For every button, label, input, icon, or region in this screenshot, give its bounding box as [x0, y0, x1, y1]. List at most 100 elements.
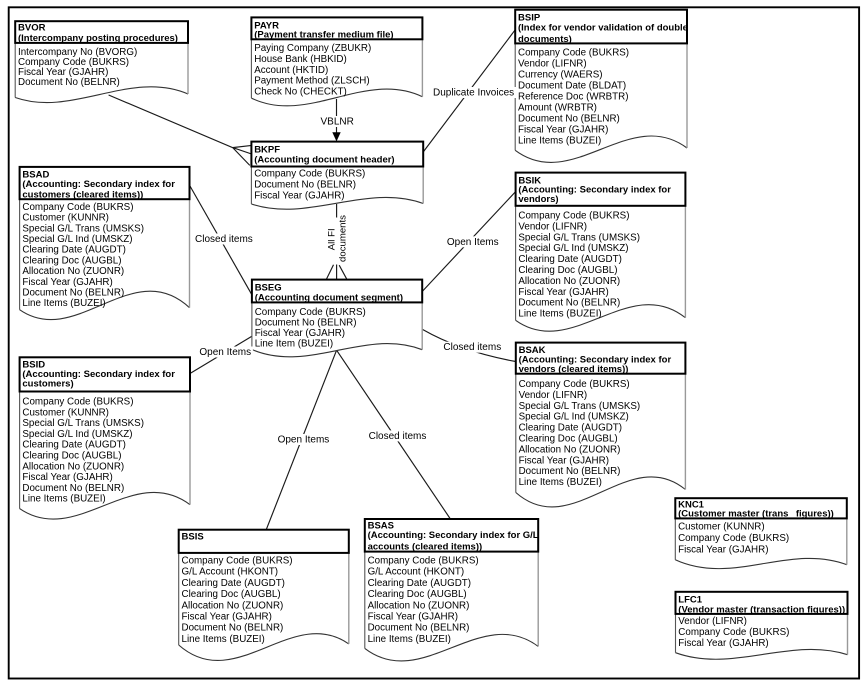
- svg-text:Line Item (BUZEI): Line Item (BUZEI): [255, 339, 333, 350]
- svg-text:Company Code (BUKRS): Company Code (BUKRS): [22, 397, 133, 408]
- svg-text:(Accounting: Secondary index f: (Accounting: Secondary index for: [22, 179, 175, 190]
- svg-text:Fiscal Year (GJAHR): Fiscal Year (GJAHR): [519, 455, 609, 466]
- svg-text:Fiscal Year (GJAHR): Fiscal Year (GJAHR): [22, 277, 112, 288]
- svg-text:Fiscal Year (GJAHR): Fiscal Year (GJAHR): [255, 328, 345, 339]
- svg-text:Special G/L Trans (UMSKS): Special G/L Trans (UMSKS): [22, 418, 144, 429]
- svg-text:BSEG: BSEG: [255, 282, 282, 293]
- svg-text:Allocation No (ZUONR): Allocation No (ZUONR): [518, 276, 620, 287]
- svg-text:(Customer master (trans figur: (Customer master (trans figures)): [678, 509, 834, 520]
- svg-text:Company Code (BUKRS): Company Code (BUKRS): [518, 211, 629, 222]
- svg-text:Open Items: Open Items: [199, 347, 251, 358]
- svg-text:BSID: BSID: [22, 360, 45, 371]
- svg-text:Company Code (BUKRS): Company Code (BUKRS): [18, 57, 129, 68]
- svg-text:documents): documents): [518, 34, 572, 45]
- svg-text:Document No (BELNR): Document No (BELNR): [518, 113, 620, 124]
- svg-text:(Accounting: Secondary index f: (Accounting: Secondary index for: [518, 185, 671, 196]
- svg-text:Fiscal Year (GJAHR): Fiscal Year (GJAHR): [678, 638, 768, 649]
- svg-text:Customer (KUNNR): Customer (KUNNR): [22, 407, 109, 418]
- svg-text:(Intercompany posting procedur: (Intercompany posting procedures): [18, 33, 178, 44]
- svg-text:Special G/L Trans (UMSKS): Special G/L Trans (UMSKS): [519, 401, 641, 412]
- svg-text:Line Items (BUZEI): Line Items (BUZEI): [518, 309, 601, 320]
- svg-text:Clearing Doc (AUGBL): Clearing Doc (AUGBL): [518, 265, 617, 276]
- svg-text:Customer (KUNNR): Customer (KUNNR): [22, 213, 109, 224]
- svg-text:Fiscal Year (GJAHR): Fiscal Year (GJAHR): [254, 191, 344, 202]
- svg-text:House Bank (HBKID): House Bank (HBKID): [254, 54, 347, 65]
- svg-text:Intercompany No (BVORG): Intercompany No (BVORG): [18, 47, 137, 58]
- svg-text:Currency (WAERS): Currency (WAERS): [518, 69, 603, 80]
- svg-text:Company Code (BUKRS): Company Code (BUKRS): [368, 556, 479, 567]
- svg-text:Payment Method (ZLSCH): Payment Method (ZLSCH): [254, 76, 369, 87]
- svg-text:Vendor (LIFNR): Vendor (LIFNR): [518, 58, 587, 69]
- svg-text:Clearing Doc (AUGBL): Clearing Doc (AUGBL): [368, 589, 467, 600]
- svg-text:Company Code (BUKRS): Company Code (BUKRS): [518, 47, 629, 58]
- svg-text:Document No (BELNR): Document No (BELNR): [519, 466, 621, 477]
- svg-text:customers (cleared items)): customers (cleared items)): [22, 189, 143, 200]
- svg-text:G/L Account (HKONT): G/L Account (HKONT): [182, 567, 279, 578]
- svg-text:Fiscal Year (GJAHR): Fiscal Year (GJAHR): [518, 124, 608, 135]
- svg-text:Line Items (BUZEI): Line Items (BUZEI): [182, 634, 265, 645]
- svg-text:Allocation No (ZUONR): Allocation No (ZUONR): [368, 600, 470, 611]
- svg-text:BSIP: BSIP: [518, 13, 541, 24]
- svg-text:VBLNR: VBLNR: [321, 117, 354, 128]
- svg-text:Clearing Doc (AUGBL): Clearing Doc (AUGBL): [519, 434, 618, 445]
- svg-text:Allocation No (ZUONR): Allocation No (ZUONR): [519, 444, 621, 455]
- svg-text:G/L Account (HKONT): G/L Account (HKONT): [368, 567, 465, 578]
- svg-text:Clearing Date (AUGDT): Clearing Date (AUGDT): [368, 578, 471, 589]
- svg-text:vendors (cleared items)): vendors (cleared items)): [519, 364, 629, 375]
- svg-text:Clearing Date (AUGDT): Clearing Date (AUGDT): [519, 423, 622, 434]
- svg-text:Document No (BELNR): Document No (BELNR): [255, 318, 357, 329]
- svg-text:Document No (BELNR): Document No (BELNR): [22, 288, 124, 299]
- svg-text:BVOR: BVOR: [18, 23, 46, 34]
- svg-text:Line Items (BUZEI): Line Items (BUZEI): [368, 634, 451, 645]
- svg-text:Document No (BELNR): Document No (BELNR): [518, 298, 620, 309]
- svg-text:Special G/L Ind (UMSKZ): Special G/L Ind (UMSKZ): [519, 412, 629, 423]
- svg-text:Amount (WRBTR): Amount (WRBTR): [518, 102, 597, 113]
- svg-text:documents: documents: [337, 215, 348, 262]
- svg-text:Clearing Date (AUGDT): Clearing Date (AUGDT): [182, 578, 285, 589]
- svg-text:Special G/L Trans (UMSKS): Special G/L Trans (UMSKS): [22, 223, 144, 234]
- svg-text:Account (HKTID): Account (HKTID): [254, 65, 328, 76]
- svg-text:Vendor (LIFNR): Vendor (LIFNR): [519, 390, 588, 401]
- svg-text:Clearing Doc (AUGBL): Clearing Doc (AUGBL): [22, 451, 121, 462]
- svg-text:Clearing Date (AUGDT): Clearing Date (AUGDT): [22, 245, 125, 256]
- svg-text:(Payment transfer medium file): (Payment transfer medium file): [254, 30, 393, 41]
- svg-text:BSAD: BSAD: [22, 170, 49, 181]
- svg-text:Document Date (BLDAT): Document Date (BLDAT): [518, 80, 626, 91]
- svg-text:Special G/L Ind (UMSKZ): Special G/L Ind (UMSKZ): [518, 243, 628, 254]
- svg-text:Fiscal Year (GJAHR): Fiscal Year (GJAHR): [22, 472, 112, 483]
- svg-text:Vendor (LIFNR): Vendor (LIFNR): [518, 221, 587, 232]
- svg-text:Line Items (BUZEI): Line Items (BUZEI): [518, 135, 601, 146]
- svg-text:(Accounting: Secondary index f: (Accounting: Secondary index for G/L: [368, 530, 539, 541]
- svg-text:Special G/L Ind (UMSKZ): Special G/L Ind (UMSKZ): [22, 234, 132, 245]
- svg-text:Closed items: Closed items: [369, 431, 427, 442]
- svg-text:Open Items: Open Items: [447, 237, 499, 248]
- svg-text:Closed items: Closed items: [195, 234, 253, 245]
- svg-text:Fiscal Year (GJAHR): Fiscal Year (GJAHR): [518, 287, 608, 298]
- svg-text:Clearing Date (AUGDT): Clearing Date (AUGDT): [518, 254, 621, 265]
- svg-text:Company Code (BUKRS): Company Code (BUKRS): [22, 202, 133, 213]
- svg-text:Check No (CHECKT): Check No (CHECKT): [254, 87, 347, 98]
- svg-text:PAYR: PAYR: [254, 20, 279, 31]
- svg-text:BSAK: BSAK: [519, 345, 546, 356]
- svg-text:Line Items (BUZEI): Line Items (BUZEI): [519, 477, 602, 488]
- svg-text:customers): customers): [22, 379, 73, 390]
- svg-text:(Vendor master (transaction fi: (Vendor master (transaction figures)): [678, 604, 845, 615]
- svg-text:Document No (BELNR): Document No (BELNR): [368, 623, 470, 634]
- svg-text:Document No (BELNR): Document No (BELNR): [22, 483, 124, 494]
- svg-text:vendors): vendors): [518, 194, 558, 205]
- svg-text:(Accounting: Secondary index f: (Accounting: Secondary index for: [519, 355, 672, 366]
- svg-text:Clearing Doc (AUGBL): Clearing Doc (AUGBL): [22, 255, 121, 266]
- svg-text:Line Items (BUZEI): Line Items (BUZEI): [22, 494, 105, 505]
- svg-text:BKPF: BKPF: [254, 144, 280, 155]
- svg-text:accounts (cleared items)): accounts (cleared items)): [368, 541, 483, 552]
- svg-text:BSIK: BSIK: [518, 175, 541, 186]
- svg-text:Duplicate Invoices: Duplicate Invoices: [433, 88, 514, 99]
- svg-text:Company Code (BUKRS): Company Code (BUKRS): [182, 556, 293, 567]
- svg-text:Vendor (LIFNR): Vendor (LIFNR): [678, 616, 747, 627]
- svg-text:Fiscal Year (GJAHR): Fiscal Year (GJAHR): [368, 612, 458, 623]
- svg-text:Closed items: Closed items: [443, 342, 501, 353]
- svg-text:Clearing Doc (AUGBL): Clearing Doc (AUGBL): [182, 589, 281, 600]
- svg-text:All FI: All FI: [327, 228, 338, 250]
- svg-text:BSIS: BSIS: [182, 532, 204, 543]
- svg-text:Paying Company (ZBUKR): Paying Company (ZBUKR): [254, 43, 371, 54]
